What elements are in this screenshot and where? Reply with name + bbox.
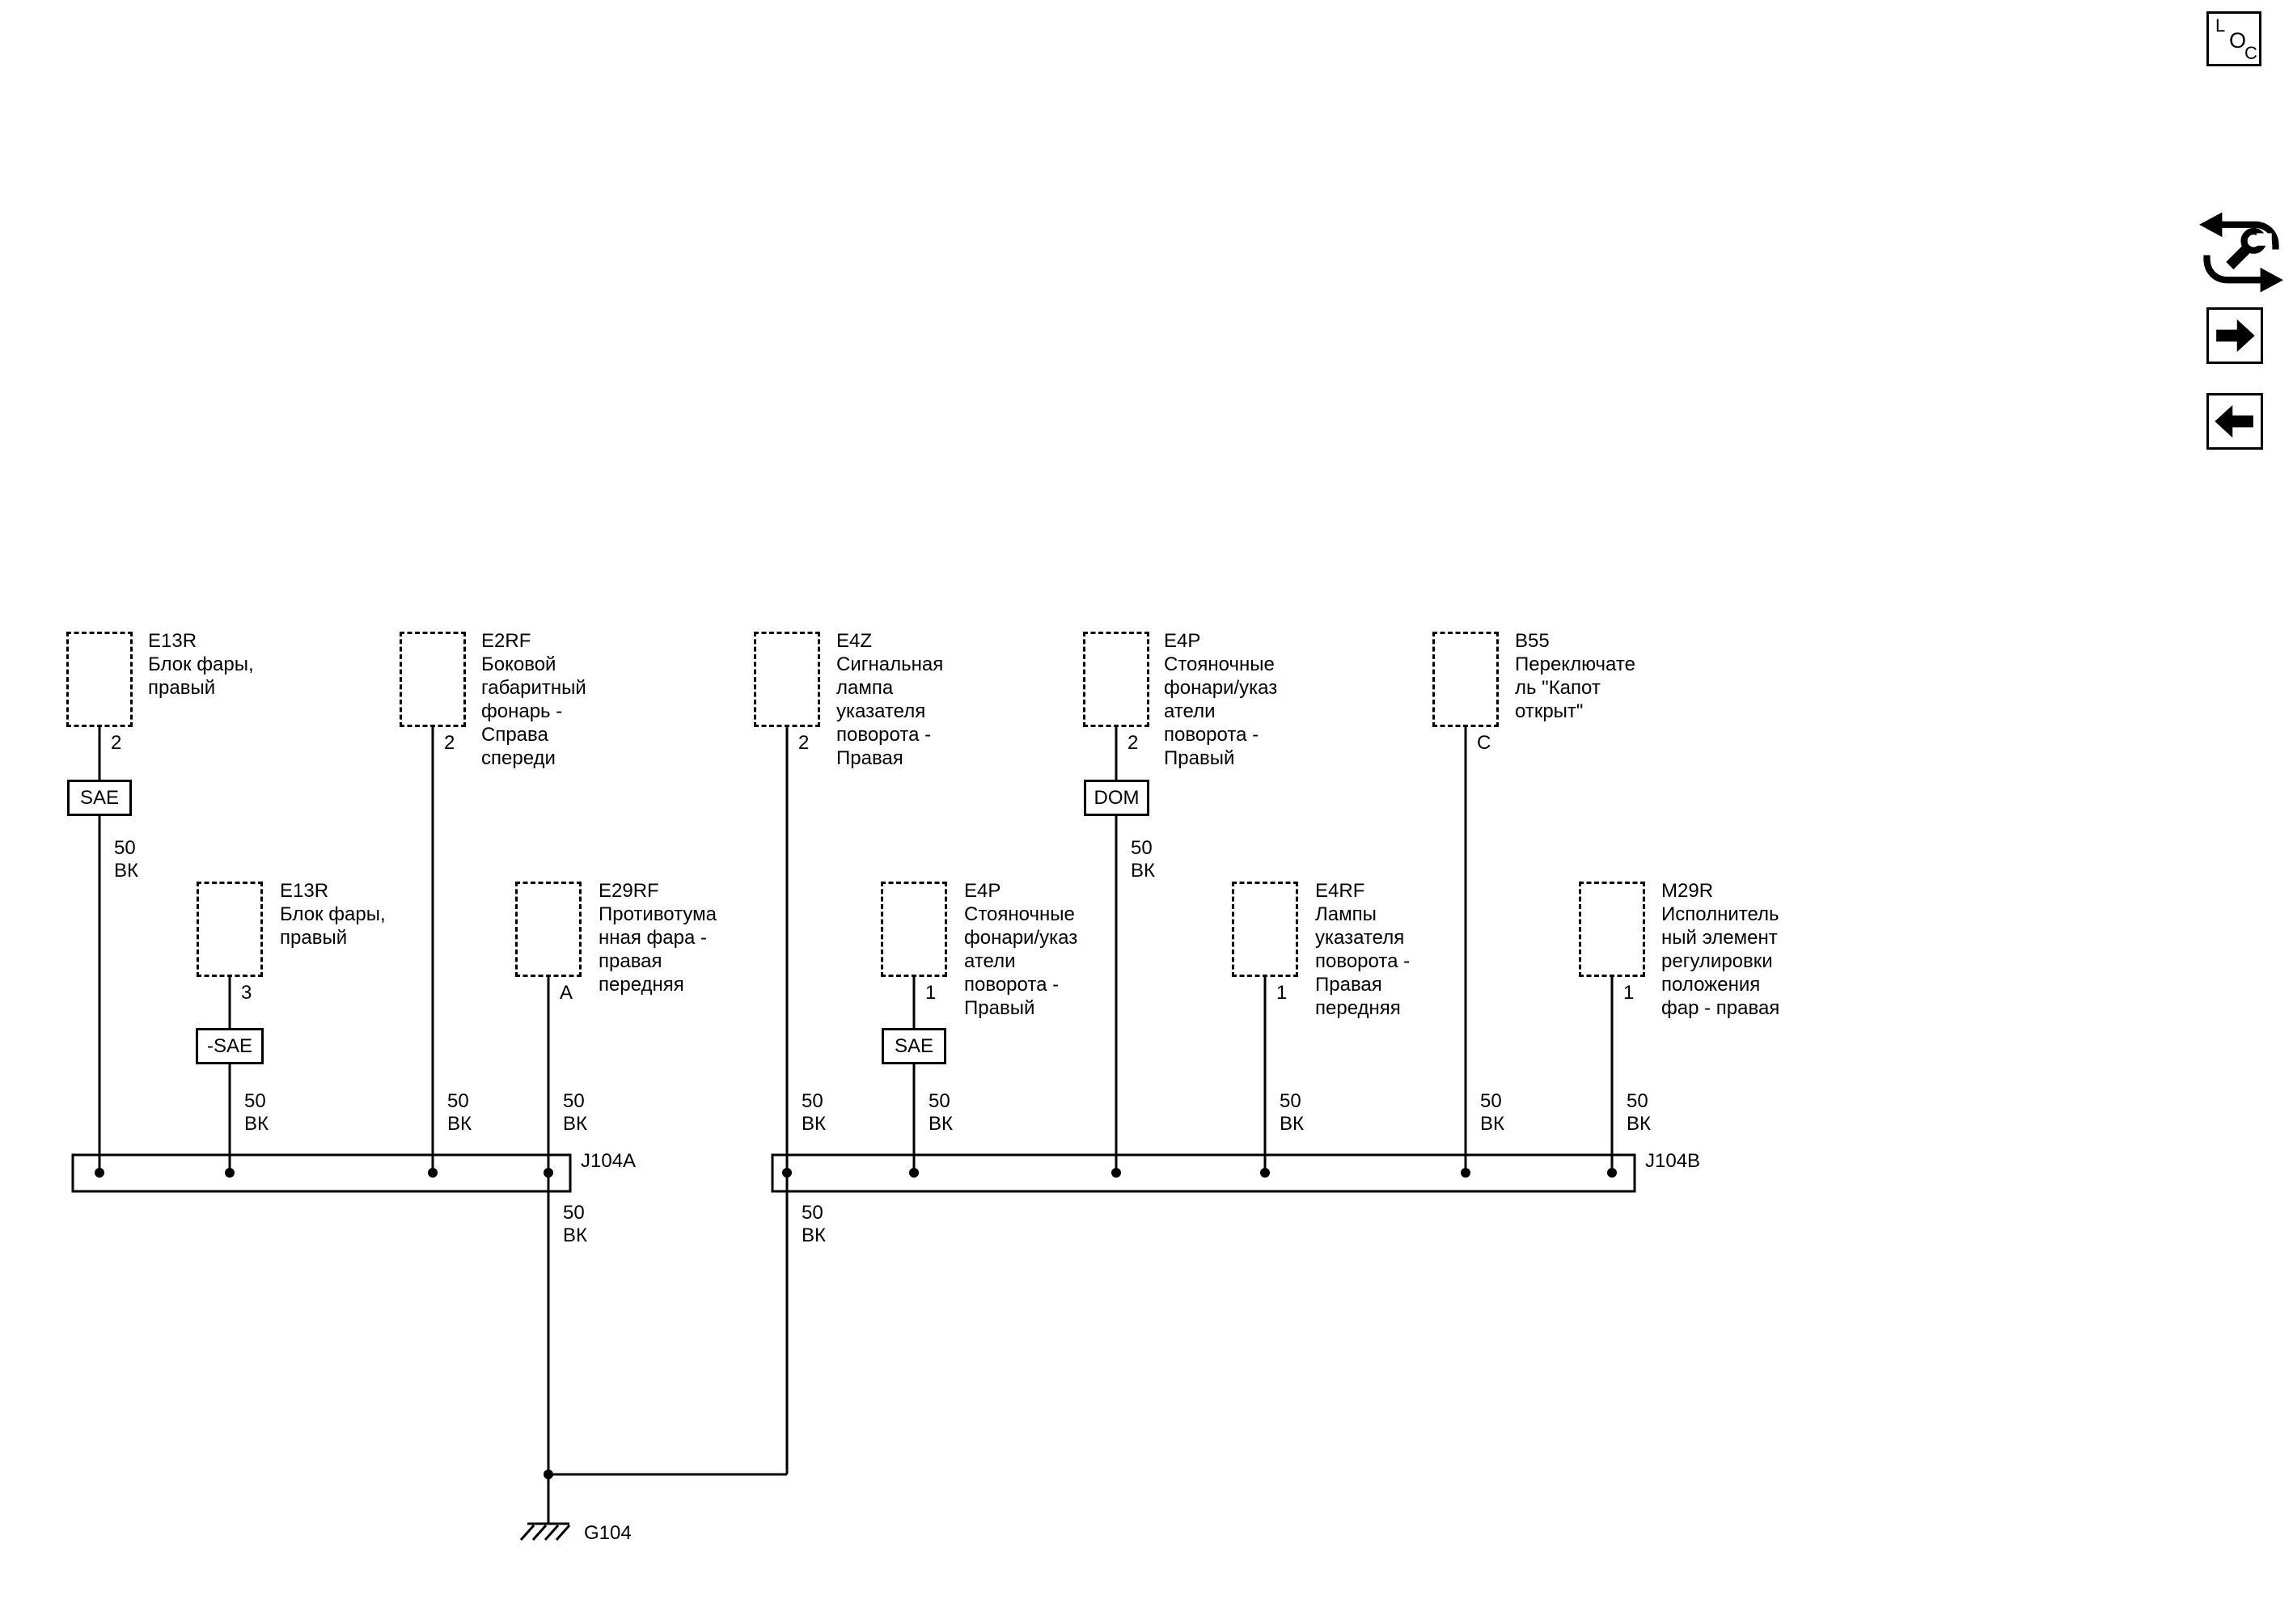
- loc-letter-l: L: [2215, 15, 2226, 36]
- component-desc: Стояночные фонари/указ атели поворота - …: [964, 903, 1078, 1019]
- component-id: E4P: [964, 880, 1001, 902]
- bus-label-j104a: J104A: [581, 1150, 637, 1172]
- component-label-e2rf: E2RF Боковой габаритный фонарь - Справа …: [481, 629, 586, 770]
- component-box-e29rf: [515, 882, 582, 977]
- component-desc: Переключате ль "Капот открыт": [1515, 653, 1635, 722]
- component-label-b55: B55 Переключате ль "Капот открыт": [1515, 629, 1635, 723]
- component-box-m29r: [1579, 882, 1645, 977]
- component-desc: Лампы указателя поворота - Правая передн…: [1315, 903, 1411, 1019]
- component-id: B55: [1515, 630, 1550, 652]
- component-desc: Исполнитель ный элемент регулировки поло…: [1661, 903, 1780, 1019]
- component-label-e4p-1: E4P Стояночные фонари/указ атели поворот…: [1164, 629, 1277, 770]
- loc-badge: L O C: [2206, 11, 2261, 66]
- connector-sae-2: SAE: [882, 1028, 946, 1064]
- pin-label: 2: [1127, 732, 1139, 754]
- component-box-e4rf: [1232, 882, 1298, 977]
- forward-button[interactable]: [2206, 307, 2263, 364]
- component-id: E2RF: [481, 630, 531, 652]
- component-label-e29rf: E29RF Противотума нная фара - правая пер…: [599, 879, 717, 996]
- pin-label: 2: [798, 732, 810, 754]
- pin-label: A: [560, 982, 573, 1004]
- component-id: E29RF: [599, 880, 659, 902]
- component-label-e4p-2: E4P Стояночные фонари/указ атели поворот…: [964, 879, 1077, 1020]
- connector-neg-sae: -SAE: [196, 1028, 264, 1064]
- component-label-e4z: E4Z Сигнальная лампа указателя поворота …: [836, 629, 943, 770]
- wires: [98, 727, 1614, 1524]
- bus-j104a: [71, 1153, 572, 1193]
- component-label-e4rf: E4RF Лампы указателя поворота - Правая п…: [1315, 879, 1410, 1020]
- component-box-e13r-1: [66, 632, 133, 727]
- pin-label: 1: [1623, 982, 1635, 1004]
- pin-label: C: [1477, 732, 1491, 754]
- component-box-e2rf: [400, 632, 466, 727]
- component-label-m29r: M29R Исполнитель ный элемент регулировки…: [1661, 879, 1779, 1020]
- ground-label-g104: G104: [584, 1522, 632, 1544]
- connector-dom: DOM: [1084, 780, 1149, 816]
- component-box-e4p-1: [1083, 632, 1149, 727]
- component-label-e13r-2: E13R Блок фары, правый: [280, 879, 386, 949]
- connector-label: SAE: [894, 1034, 934, 1057]
- component-id: E4RF: [1315, 880, 1365, 902]
- component-id: E4P: [1164, 630, 1201, 652]
- pin-label: 2: [111, 732, 122, 754]
- bus-j104b: [771, 1153, 1636, 1193]
- service-diagram-switch-icon[interactable]: [2194, 204, 2289, 301]
- left-arrow-icon: [2215, 404, 2253, 438]
- component-id: E4Z: [836, 630, 873, 652]
- component-desc: Блок фары, правый: [280, 903, 386, 949]
- junction-dots: [95, 1168, 1617, 1479]
- component-desc: Боковой габаритный фонарь - Справа спере…: [481, 653, 586, 769]
- right-arrow-icon: [2216, 319, 2255, 353]
- component-box-e13r-2: [197, 882, 263, 977]
- connector-sae-1: SAE: [67, 780, 132, 816]
- pin-label: 3: [241, 982, 252, 1004]
- loc-letter-o: O: [2229, 28, 2247, 53]
- connector-label: DOM: [1094, 786, 1140, 809]
- bus-label-j104b: J104B: [1645, 1150, 1701, 1172]
- back-button[interactable]: [2206, 393, 2263, 450]
- component-id: E13R: [280, 880, 329, 902]
- component-desc: Сигнальная лампа указателя поворота - Пр…: [836, 653, 944, 769]
- component-box-e4z: [754, 632, 820, 727]
- loc-letter-c: C: [2244, 43, 2257, 63]
- component-box-b55: [1432, 632, 1499, 727]
- connector-label: SAE: [79, 786, 120, 809]
- pin-label: 1: [1276, 982, 1288, 1004]
- component-label-e13r-1: E13R Блок фары, правый: [148, 629, 254, 700]
- pin-label: 2: [444, 732, 455, 754]
- component-id: M29R: [1661, 880, 1714, 902]
- component-desc: Стояночные фонари/указ атели поворота - …: [1164, 653, 1278, 769]
- component-desc: Блок фары, правый: [148, 653, 254, 699]
- component-id: E13R: [148, 630, 197, 652]
- ground-symbol: [519, 1522, 571, 1541]
- pin-label: 1: [925, 982, 937, 1004]
- connector-label: -SAE: [206, 1034, 252, 1057]
- component-box-e4p-2: [881, 882, 947, 977]
- component-desc: Противотума нная фара - правая передняя: [599, 903, 717, 996]
